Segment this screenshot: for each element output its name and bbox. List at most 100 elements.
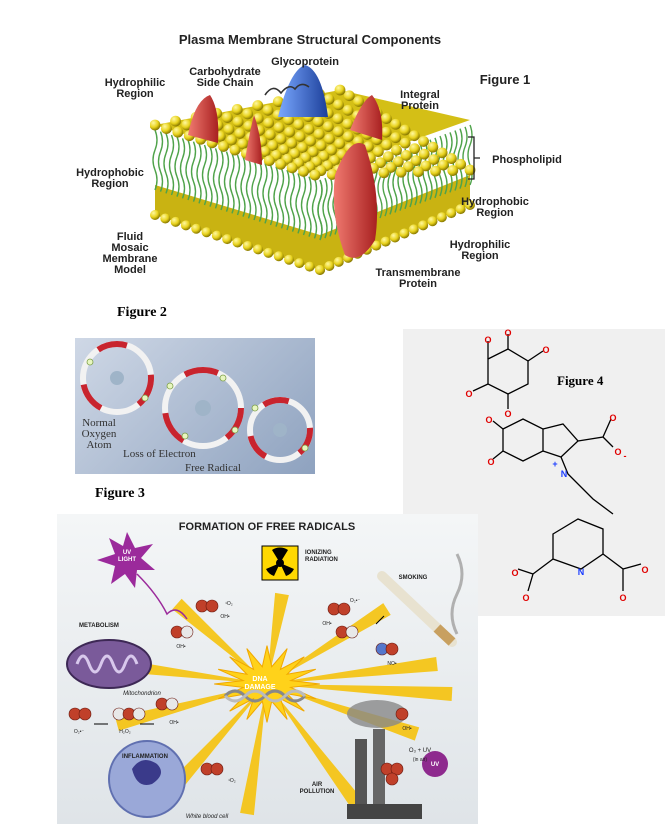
- phospholipid-head: [278, 144, 290, 156]
- phospholipid-tail: [185, 139, 191, 201]
- phospholipid-head: [333, 256, 344, 267]
- uv-light-burst: [97, 532, 155, 588]
- oxygen-atom-label: O: [487, 457, 494, 467]
- phospholipid-head: [284, 126, 296, 138]
- mitochondrion-label: Mitochondrion: [123, 691, 161, 697]
- phospholipid-head: [191, 223, 202, 234]
- phospholipid-head: [226, 134, 237, 146]
- carbohydrate-label: Carbohydrate Side Chain: [189, 66, 261, 89]
- phospholipid-head: [296, 142, 308, 154]
- phospholipid-head: [180, 220, 191, 231]
- phospholipid-tail: [179, 138, 186, 199]
- oh-label-3: OH•: [322, 621, 332, 627]
- o2-radical-label-1: O₂•⁻: [349, 598, 361, 604]
- phospholipid-head: [304, 261, 315, 272]
- phospholipid-head: [275, 158, 287, 170]
- phospholipid-head: [286, 137, 298, 149]
- integral-protein-shape-2: [245, 115, 262, 165]
- energy-ray: [240, 684, 267, 816]
- phospholipid-tail: [327, 176, 333, 237]
- phospholipid-head: [412, 166, 424, 178]
- phospholipid-head: [150, 119, 161, 131]
- phospholipid-head: [284, 254, 295, 265]
- factory-icon: [347, 700, 422, 819]
- phospholipid-head: [418, 136, 429, 147]
- phospholipid-head: [447, 165, 459, 176]
- figure-3-title: FORMATION OF FREE RADICALS: [178, 521, 356, 533]
- electrons: [86, 358, 309, 452]
- metabolism-label: METABOLISM: [79, 623, 119, 629]
- cigarette-icon: [377, 553, 464, 647]
- phospholipid-tail: [311, 178, 318, 239]
- phospholipid-head: [399, 228, 410, 239]
- phospholipid-head: [420, 160, 432, 172]
- phospholipid-tail: [462, 126, 468, 188]
- phospholipid-tail: [284, 169, 290, 231]
- phospholipid-head: [400, 149, 412, 161]
- phospholipid-tail: [196, 143, 202, 204]
- phospholipid-tail: [295, 173, 301, 234]
- phospholipid-head: [303, 123, 315, 135]
- phospholipid-head: [263, 155, 275, 167]
- phospholipid-head: [333, 99, 344, 111]
- oxygen-atom-label: O: [609, 413, 616, 423]
- phospholipid-head: [273, 251, 284, 262]
- molecule-atom: [385, 772, 399, 786]
- phospholipid-tail: [262, 163, 268, 224]
- hydrophilic-right-label: Hydrophilic Region: [449, 239, 511, 262]
- phospholipid-head: [382, 151, 394, 163]
- figure-2-panel: Normal Oxygen Atom Loss of Electron Free…: [75, 338, 315, 474]
- phospholipid-tail: [240, 156, 246, 217]
- figure-3-panel: FORMATION OF FREE RADICALS: [57, 514, 478, 824]
- loss-of-electron-caption: Loss of Electron: [123, 448, 196, 460]
- transmembrane-label: Transmembrane Protein: [375, 267, 461, 290]
- white-blood-cell-icon: [108, 740, 186, 818]
- phospholipid-tail: [278, 168, 285, 229]
- phospholipid-tail: [218, 149, 224, 211]
- oxygen-atom-label: O: [542, 345, 549, 355]
- phospholipid-head: [253, 244, 264, 255]
- phospholipid-head: [427, 141, 439, 153]
- phospholipid-head: [418, 148, 430, 160]
- glycoprotein-shape: [278, 65, 328, 117]
- singlet-o2-label-1: ¹O₂: [225, 601, 233, 607]
- o2-radical-label-2: O₂•⁻: [73, 729, 85, 735]
- energy-ray: [267, 592, 289, 684]
- free-radical-caption: Free Radical: [185, 462, 241, 474]
- phospholipid-head: [334, 84, 346, 96]
- phospholipid-head: [353, 96, 364, 107]
- hydrophobic-right-label: Hydrophobic Region: [461, 196, 529, 219]
- phospholipid-head: [150, 210, 160, 220]
- phospholipid-head: [181, 119, 193, 131]
- phospholipid-head: [446, 153, 457, 164]
- mitochondrion-icon: [66, 639, 152, 689]
- phospholipid-head: [380, 236, 391, 247]
- carbohydrate-chain: [264, 83, 310, 96]
- energy-ray: [267, 657, 438, 684]
- phospholipid-head: [455, 204, 466, 215]
- phospholipid-head: [298, 166, 309, 177]
- phospholipid-head: [326, 144, 337, 156]
- phospholipid-head: [427, 216, 438, 227]
- plasma-membrane-illustration: [150, 65, 480, 275]
- phospholipid-head: [229, 144, 241, 156]
- phospholipid-head: [275, 133, 287, 145]
- phospholipid-head: [161, 123, 172, 134]
- oxygen-atoms-illustration: [80, 341, 313, 463]
- figure-1-title: Plasma Membrane Structural Components: [178, 32, 442, 47]
- phospholipid-tail: [251, 159, 257, 221]
- phospholipid-head: [252, 100, 264, 111]
- phospholipid-tail: [256, 161, 263, 222]
- phospholipid-head: [436, 147, 448, 159]
- positive-charge-label: +: [552, 459, 557, 469]
- phospholipid-head: [242, 108, 254, 120]
- phospholipid-head: [237, 138, 249, 150]
- molecule-atom: [395, 707, 409, 721]
- phospholipid-head: [273, 122, 285, 133]
- free-radicals-illustration: [66, 532, 464, 819]
- figure-1-label: Figure 1: [479, 72, 531, 87]
- phospholipid-tail: [168, 134, 175, 196]
- phospholipid-head: [272, 96, 284, 108]
- normal-oxygen-caption: Normal Oxygen Atom: [81, 417, 117, 451]
- oh-label-5: OH•: [402, 726, 412, 732]
